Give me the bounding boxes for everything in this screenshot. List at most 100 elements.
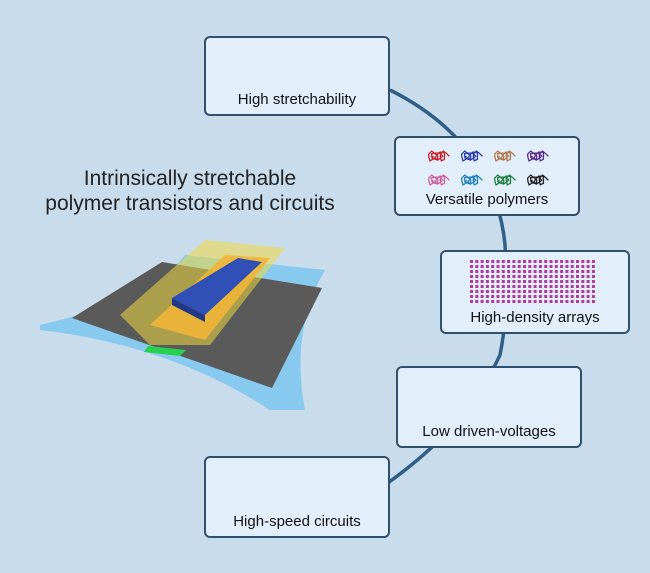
green-channel: [144, 346, 186, 356]
array-dot: [538, 270, 542, 273]
array-dot: [554, 300, 558, 303]
array-dot: [475, 285, 479, 288]
array-dot: [528, 295, 532, 298]
array-dot: [501, 295, 505, 298]
array-dot: [591, 275, 595, 278]
array-dot: [570, 265, 574, 268]
array-dot: [523, 290, 526, 293]
array-dot: [554, 270, 558, 273]
array-dot: [496, 295, 500, 298]
array-dot: [470, 295, 473, 298]
array-dot: [517, 285, 521, 288]
array-dot: [554, 285, 558, 288]
feature-label-polymers: Versatile polymers: [425, 191, 549, 208]
array-dot: [544, 300, 548, 303]
array-dot: [554, 280, 558, 283]
array-dot: [517, 275, 521, 278]
array-dot: [485, 300, 489, 303]
array-dot: [501, 270, 505, 273]
feature-label-stretchability: High stretchability: [237, 91, 357, 108]
array-dot: [538, 280, 542, 283]
array-dot: [565, 270, 569, 273]
array-dot: [581, 275, 585, 278]
array-dot: [512, 280, 516, 283]
array-dot: [475, 280, 479, 283]
array-dot: [554, 295, 558, 298]
array-dot: [560, 295, 564, 298]
array-dot: [496, 300, 500, 303]
array-dot: [507, 270, 511, 273]
array-dot: [496, 280, 500, 283]
array-dot: [576, 265, 579, 268]
array-dot: [591, 290, 595, 293]
array-dot: [496, 290, 500, 293]
polymer-chain: [427, 150, 450, 162]
array-dot: [544, 265, 548, 268]
array-dot: [570, 275, 574, 278]
array-dot: [507, 285, 511, 288]
array-dot: [544, 290, 548, 293]
array-dot: [576, 275, 579, 278]
array-dot: [581, 295, 585, 298]
array-dot: [565, 290, 569, 293]
array-dot: [480, 290, 484, 293]
array-dot: [586, 270, 590, 273]
array-dot: [576, 270, 579, 273]
array-dot: [570, 270, 574, 273]
array-dot: [523, 300, 526, 303]
array-dot: [528, 300, 532, 303]
array-dot: [480, 280, 484, 283]
array-dot: [549, 290, 553, 293]
polymer-chain: [460, 174, 483, 186]
dot-array-icon: [470, 260, 595, 303]
array-dot: [517, 290, 521, 293]
array-dot: [470, 270, 473, 273]
array-dot: [512, 285, 516, 288]
array-dot: [544, 260, 548, 263]
array-dot: [470, 280, 473, 283]
array-dot: [576, 260, 579, 263]
array-dot: [570, 300, 574, 303]
array-dot: [517, 295, 521, 298]
array-dot: [586, 285, 590, 288]
array-dot: [565, 265, 569, 268]
array-dot: [496, 275, 500, 278]
array-dot: [485, 260, 489, 263]
array-dot: [475, 290, 479, 293]
array-dot: [591, 300, 595, 303]
array-dot: [517, 265, 521, 268]
array-dot: [480, 295, 484, 298]
array-dot: [586, 290, 590, 293]
stretchable-device-illustration: [40, 240, 325, 410]
array-dot: [491, 290, 495, 293]
array-dot: [533, 270, 537, 273]
array-dot: [560, 270, 564, 273]
array-dot: [485, 265, 489, 268]
array-dot: [528, 280, 532, 283]
array-dot: [528, 285, 532, 288]
array-dot: [554, 290, 558, 293]
array-dot: [533, 280, 537, 283]
array-dot: [501, 280, 505, 283]
array-dot: [570, 285, 574, 288]
array-dot: [507, 295, 511, 298]
array-dot: [512, 290, 516, 293]
array-dot: [565, 260, 569, 263]
polymer-chain: [427, 174, 450, 186]
array-dot: [576, 280, 579, 283]
array-dot: [581, 300, 585, 303]
array-dot: [491, 280, 495, 283]
array-dot: [507, 300, 511, 303]
array-dot: [591, 270, 595, 273]
array-dot: [560, 265, 564, 268]
array-dot: [528, 270, 532, 273]
array-dot: [586, 265, 590, 268]
array-dot: [586, 295, 590, 298]
array-dot: [512, 260, 516, 263]
array-dot: [470, 290, 473, 293]
array-dot: [576, 295, 579, 298]
array-dot: [517, 300, 521, 303]
array-dot: [523, 280, 526, 283]
array-dot: [475, 275, 479, 278]
array-dot: [475, 265, 479, 268]
